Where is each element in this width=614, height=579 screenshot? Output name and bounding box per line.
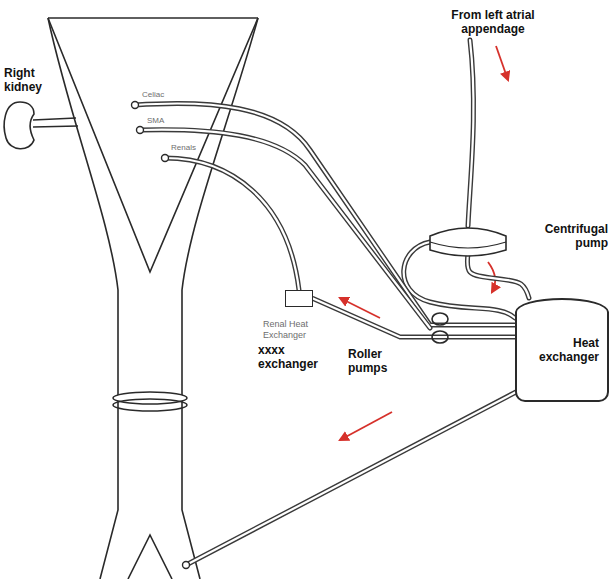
pump-body: [430, 228, 506, 256]
catheter-label: SMA: [147, 116, 177, 126]
heat-exchanger: Heat exchanger: [515, 298, 609, 402]
node-label: Heat exchanger: [525, 336, 599, 365]
pump-rim: [430, 242, 506, 248]
tube-connector: [467, 254, 529, 298]
flow-arrows: [340, 46, 508, 440]
pump-outline: [428, 222, 508, 258]
roller-pump-symbols: [432, 313, 448, 343]
catheter-label: Celiac: [142, 90, 182, 100]
centrifugal-pump: Centrifugal pump: [428, 222, 508, 258]
tube-wall: [313, 299, 515, 338]
tube-lumen: [313, 299, 515, 338]
tube-lumen: [467, 254, 529, 298]
aortic-cuff: [113, 392, 187, 411]
node-label: Centrifugal pump: [520, 222, 608, 251]
pump-label: Roller pumps: [348, 347, 406, 376]
renal-heat-exchanger: Renal Heat Exchangerxxxx exchanger: [285, 290, 313, 307]
source-label: From left atrial appendage: [418, 8, 568, 37]
kidney: [4, 102, 78, 149]
node-label: xxxx exchanger: [258, 343, 326, 372]
catheter-tips: [132, 102, 190, 569]
tubing: [135, 40, 516, 565]
organ-label: Right kidney: [4, 66, 56, 95]
node-label: Renal Heat Exchanger: [263, 319, 325, 341]
tube-wall: [467, 254, 529, 298]
catheter-label: Renals: [171, 143, 211, 153]
tube-connector: [313, 299, 515, 338]
